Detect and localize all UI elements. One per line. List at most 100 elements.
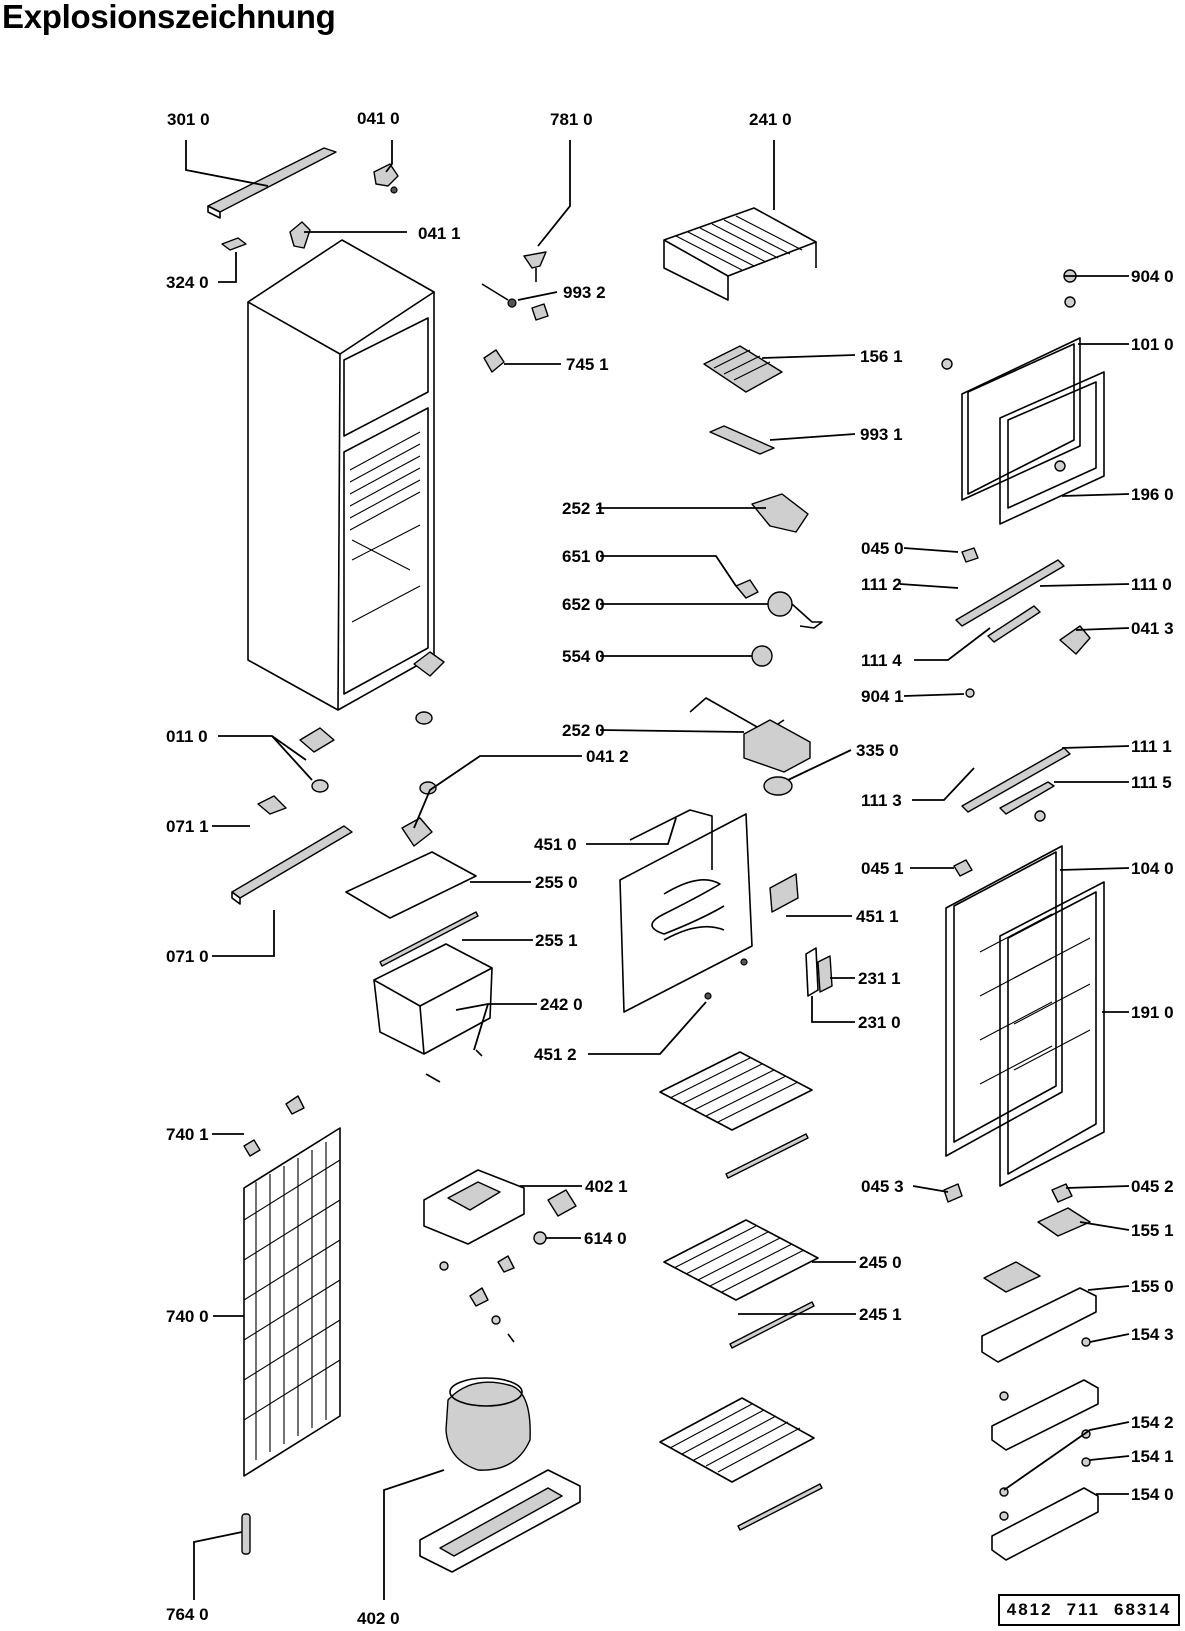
part-compressor [419, 1377, 581, 1573]
part-thermostat-box [689, 697, 811, 773]
label-2550: 255 0 [535, 873, 578, 892]
label-0410: 041 0 [357, 109, 400, 128]
part-wire-shelf-upper [659, 1051, 813, 1179]
part-0453-pad [943, 1183, 963, 1203]
part-small-fittings [439, 1255, 515, 1343]
label-6520: 652 0 [562, 595, 605, 614]
part-wire-shelf-lower [659, 1397, 823, 1531]
label-2451: 245 1 [859, 1305, 902, 1324]
part-0452-pad [1051, 1183, 1073, 1203]
part-egg-trays [983, 1207, 1091, 1293]
label-0453: 045 3 [861, 1177, 904, 1196]
catalog-number-part2: 711 [1066, 1600, 1100, 1619]
label-1561: 156 1 [860, 347, 903, 366]
part-ice-tray [703, 345, 783, 393]
part-switch-9932 [481, 283, 549, 321]
label-2420: 242 0 [540, 995, 583, 1014]
label-1112: 111 2 [861, 575, 902, 594]
label-1550: 155 0 [1131, 1277, 1174, 1296]
part-6140-screw [533, 1231, 547, 1245]
part-feet [299, 651, 445, 847]
part-cabinet-body [247, 239, 435, 711]
part-door-rack-bottom [991, 1429, 1099, 1561]
part-lamp [523, 251, 547, 282]
part-wire-shelf-middle [663, 1219, 819, 1349]
catalog-number-box: 4812 711 68314 [998, 1594, 1180, 1626]
label-6510: 651 0 [562, 547, 605, 566]
part-relay-box [423, 1169, 525, 1245]
label-7451: 745 1 [566, 355, 609, 374]
label-1040: 104 0 [1131, 859, 1174, 878]
label-1541: 154 1 [1131, 1447, 1174, 1466]
part-glass-shelf [345, 851, 477, 919]
part-bar-9931 [709, 425, 775, 455]
part-knob [735, 579, 759, 599]
label-2311: 231 1 [858, 969, 901, 988]
part-door-rack-top [981, 1287, 1097, 1363]
label-0411: 041 1 [418, 224, 461, 243]
label-1115: 111 5 [1131, 773, 1172, 792]
label-7401: 740 1 [166, 1125, 209, 1144]
part-dryer [241, 1513, 251, 1555]
label-9931: 993 1 [860, 425, 903, 444]
label-0412: 041 2 [586, 747, 629, 766]
label-2450: 245 0 [859, 1253, 902, 1272]
label-2310: 231 0 [858, 1013, 901, 1032]
label-4020: 402 0 [357, 1609, 400, 1628]
label-1542: 154 2 [1131, 1413, 1174, 1432]
label-5540: 554 0 [562, 647, 605, 666]
part-evaporator [619, 809, 753, 1013]
part-thermostat-housing [751, 493, 809, 533]
label-2551: 255 1 [535, 931, 578, 950]
part-hinge-bars-top [955, 559, 1065, 643]
label-9041: 904 1 [861, 687, 904, 706]
label-9040: 904 0 [1131, 267, 1174, 286]
part-4512-dot [740, 958, 748, 966]
part-4021-cover [547, 1189, 577, 1217]
label-7810: 781 0 [550, 110, 593, 129]
label-4512: 451 2 [534, 1045, 577, 1064]
part-crisper [373, 943, 493, 1083]
label-2521: 252 1 [562, 499, 605, 518]
label-1551: 155 1 [1131, 1221, 1174, 1240]
label-1113: 111 3 [861, 791, 902, 810]
label-0452: 045 2 [1131, 1177, 1174, 1196]
part-thermostat [767, 591, 823, 629]
part-bracket-0413 [1059, 625, 1091, 655]
part-bracket-4511 [769, 873, 799, 913]
part-freezer-shelf [663, 207, 817, 301]
part-top-strip [207, 147, 337, 219]
part-hinge-bars-bottom [961, 747, 1071, 822]
label-4511: 451 1 [856, 907, 899, 926]
part-0451-pad [953, 859, 973, 877]
catalog-number-part3: 68314 [1114, 1600, 1172, 1619]
label-2410: 241 0 [749, 110, 792, 129]
label-0450: 045 0 [861, 539, 904, 558]
label-1960: 196 0 [1131, 485, 1174, 504]
catalog-number-part1: 4812 [1006, 1600, 1053, 1619]
label-4021: 402 1 [585, 1177, 628, 1196]
part-0450-pad [961, 547, 979, 563]
part-small-plate [221, 237, 247, 251]
label-3350: 335 0 [856, 741, 899, 760]
part-bracket-0411 [289, 221, 311, 249]
label-1110: 111 0 [1131, 575, 1172, 594]
part-screw-9041 [965, 688, 975, 698]
label-1114: 111 4 [861, 651, 902, 670]
label-6140: 614 0 [584, 1229, 627, 1248]
part-4512-dot [704, 992, 712, 1000]
part-condenser [243, 1095, 341, 1477]
label-1010: 101 0 [1131, 335, 1174, 354]
label-1543: 154 3 [1131, 1325, 1174, 1344]
label-1111: 111 1 [1131, 737, 1172, 756]
leader-lines [185, 140, 1130, 1600]
label-4510: 451 0 [534, 835, 577, 854]
label-9932: 993 2 [563, 283, 606, 302]
part-shelf-trim [379, 911, 479, 967]
part-kick-plate [231, 795, 353, 905]
part-clip-7451 [483, 349, 505, 373]
label-0710: 071 0 [166, 947, 209, 966]
label-0451: 045 1 [861, 859, 904, 878]
label-3240: 324 0 [166, 273, 209, 292]
